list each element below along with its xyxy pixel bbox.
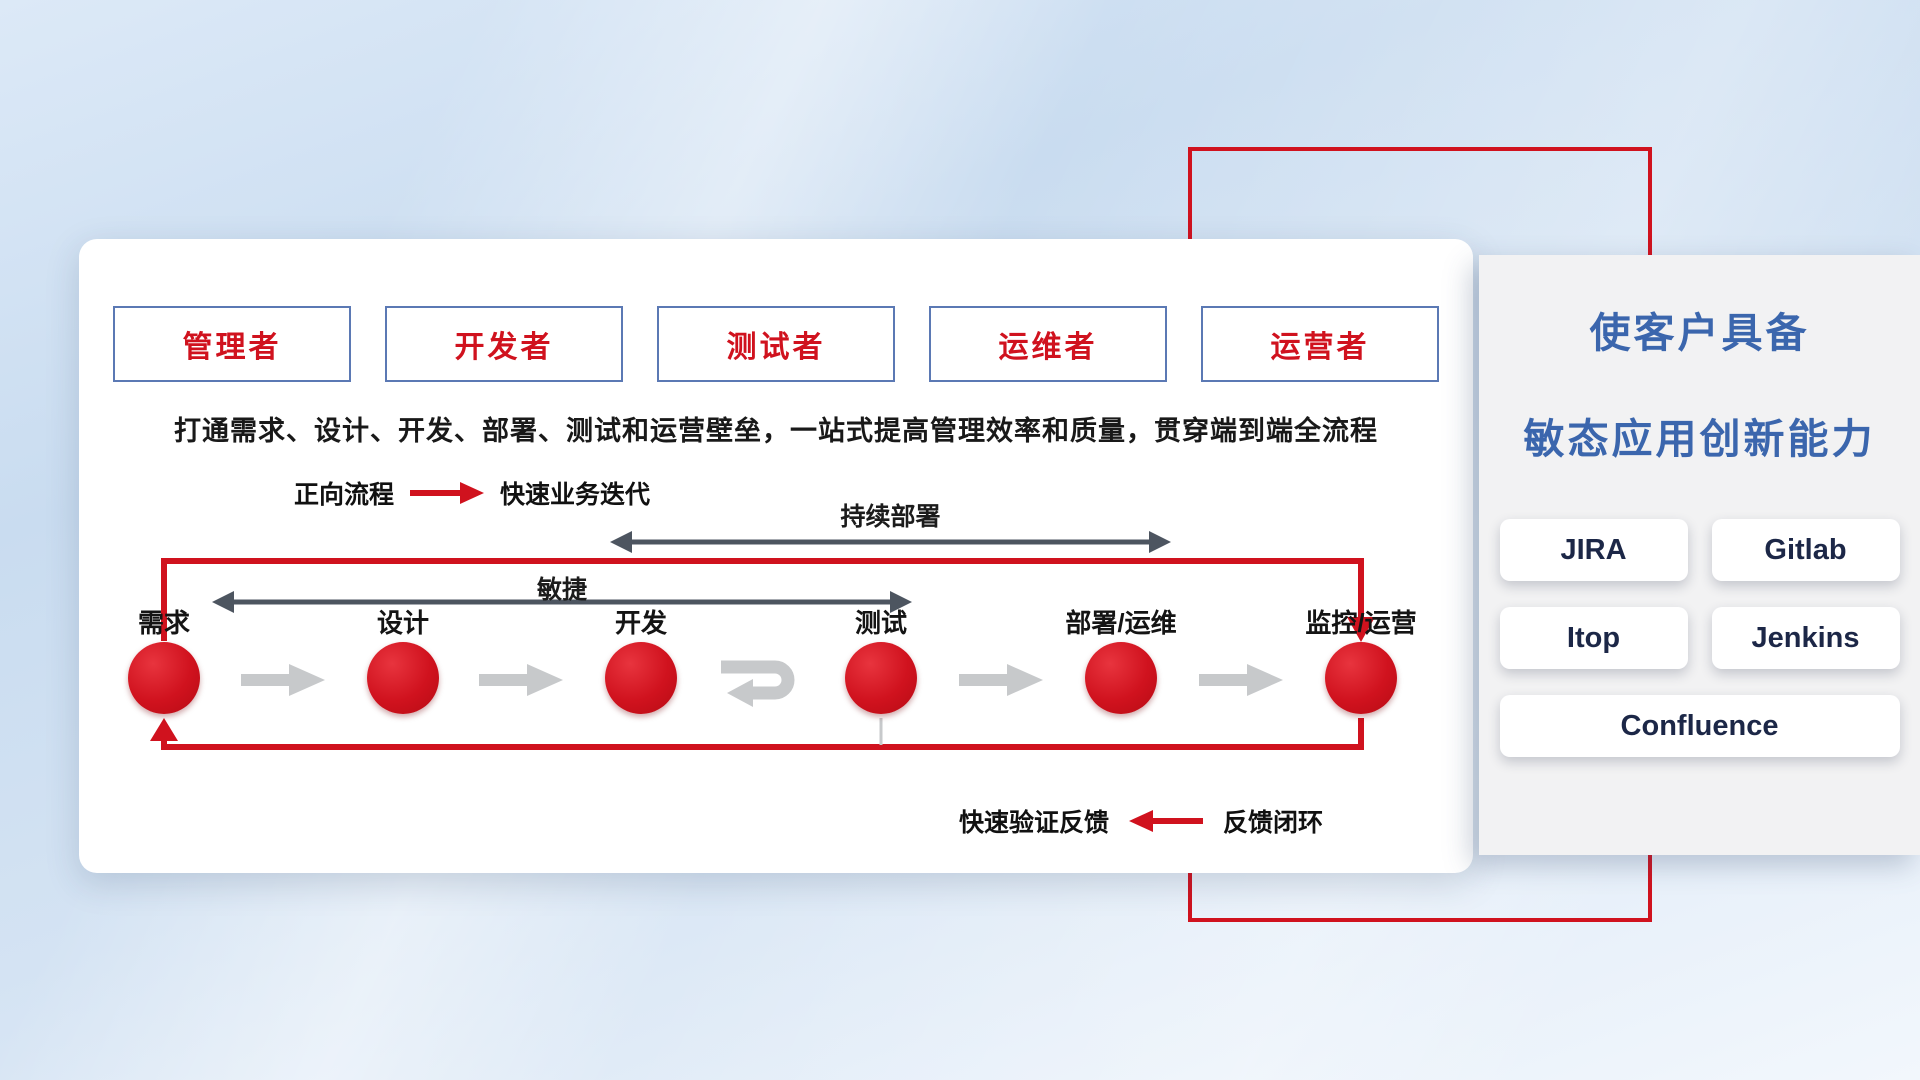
continuous-deploy-label: 持续部署 <box>840 503 941 531</box>
stage-label: 监控/运营 <box>1305 608 1417 638</box>
stage-node-icon <box>1085 642 1157 714</box>
flow-arrow-icon <box>1199 664 1283 696</box>
feedback-legend: 快速验证反馈 反馈闭环 <box>959 803 1323 839</box>
stage-node-icon <box>367 642 439 714</box>
flow-arrow-icon <box>959 664 1043 696</box>
flow-lines-overlay <box>150 531 1375 750</box>
stage-label: 部署/运维 <box>1065 608 1177 638</box>
stage-design: 设计 <box>323 603 483 714</box>
role-label: 管理者 <box>182 331 282 364</box>
feedback-loop-line <box>161 718 1364 750</box>
stage-node-icon <box>845 642 917 714</box>
stage-test: 测试 <box>801 603 961 714</box>
stage-requirements: 需求 <box>84 603 244 714</box>
panel-subtitle: 打通需求、设计、开发、部署、测试和运营壁垒，一站式提高管理效率和质量，贯穿端到端… <box>174 416 1378 446</box>
role-label: 运营者 <box>1270 331 1370 364</box>
forward-legend-label: 正向流程 <box>294 481 395 509</box>
role-label: 运维者 <box>998 331 1098 364</box>
stage-label: 设计 <box>376 608 429 638</box>
cd-arrowhead-right-icon <box>1149 531 1171 553</box>
role-box-manager: 管理者 <box>113 306 351 382</box>
agile-label: 敏捷 <box>536 576 587 604</box>
feedback-legend-label: 反馈闭环 <box>1223 809 1324 837</box>
stage-node-icon <box>605 642 677 714</box>
role-box-business-ops: 运营者 <box>1201 306 1439 382</box>
stage-deploy-ops: 部署/运维 <box>1041 603 1201 714</box>
forward-loop-line <box>161 558 1364 641</box>
iterate-loop-icon <box>721 660 795 707</box>
devops-flow-panel: 管理者 开发者 测试者 运维者 运营者 打通需求、设计、开发、部署、测试和运营壁… <box>79 239 1473 873</box>
side-panel-title-line2: 敏态应用创新能力 <box>1523 416 1876 462</box>
role-box-operations: 运维者 <box>929 306 1167 382</box>
side-panel-title-line1: 使客户具备 <box>1589 310 1810 356</box>
role-label: 测试者 <box>726 331 826 364</box>
stage-label: 需求 <box>137 608 190 638</box>
role-box-developer: 开发者 <box>385 306 623 382</box>
forward-loop-arrowhead-icon <box>1347 617 1375 642</box>
tool-button-jira: JIRA <box>1499 519 1688 581</box>
tool-button-itop: Itop <box>1499 607 1688 669</box>
agile-arrowhead-right-icon <box>890 591 912 613</box>
role-label: 开发者 <box>454 331 554 364</box>
feedback-loop-arrowhead-icon <box>150 718 178 741</box>
tool-button-gitlab: Gitlab <box>1711 519 1900 581</box>
flow-arrow-icon <box>479 664 563 696</box>
capability-side-panel: 使客户具备 敏态应用创新能力 JIRA Gitlab Itop Jenkins … <box>1479 255 1920 855</box>
flow-arrow-icon <box>241 664 325 696</box>
tool-button-jenkins: Jenkins <box>1711 607 1900 669</box>
forward-legend-desc: 快速业务迭代 <box>500 481 651 509</box>
forward-arrow-icon <box>410 482 485 504</box>
stage-monitor-ops: 监控/运营 <box>1281 603 1441 714</box>
agile-arrowhead-left-icon <box>212 591 234 613</box>
feedback-legend-desc: 快速验证反馈 <box>959 809 1110 837</box>
role-box-row: 管理者 开发者 测试者 运维者 运营者 <box>113 306 1439 382</box>
stage-node-icon <box>128 642 200 714</box>
cd-arrowhead-left-icon <box>610 531 632 553</box>
stage-label: 开发 <box>614 608 667 638</box>
stage-label: 测试 <box>854 608 907 638</box>
tool-button-confluence: Confluence <box>1499 695 1900 757</box>
tool-button-grid: JIRA Gitlab Itop Jenkins Confluence <box>1499 519 1900 757</box>
stage-node-icon <box>1325 642 1397 714</box>
stage-development: 开发 <box>561 603 721 714</box>
role-box-tester: 测试者 <box>657 306 895 382</box>
feedback-arrow-icon <box>1129 810 1204 832</box>
forward-legend: 正向流程 快速业务迭代 <box>294 475 650 511</box>
